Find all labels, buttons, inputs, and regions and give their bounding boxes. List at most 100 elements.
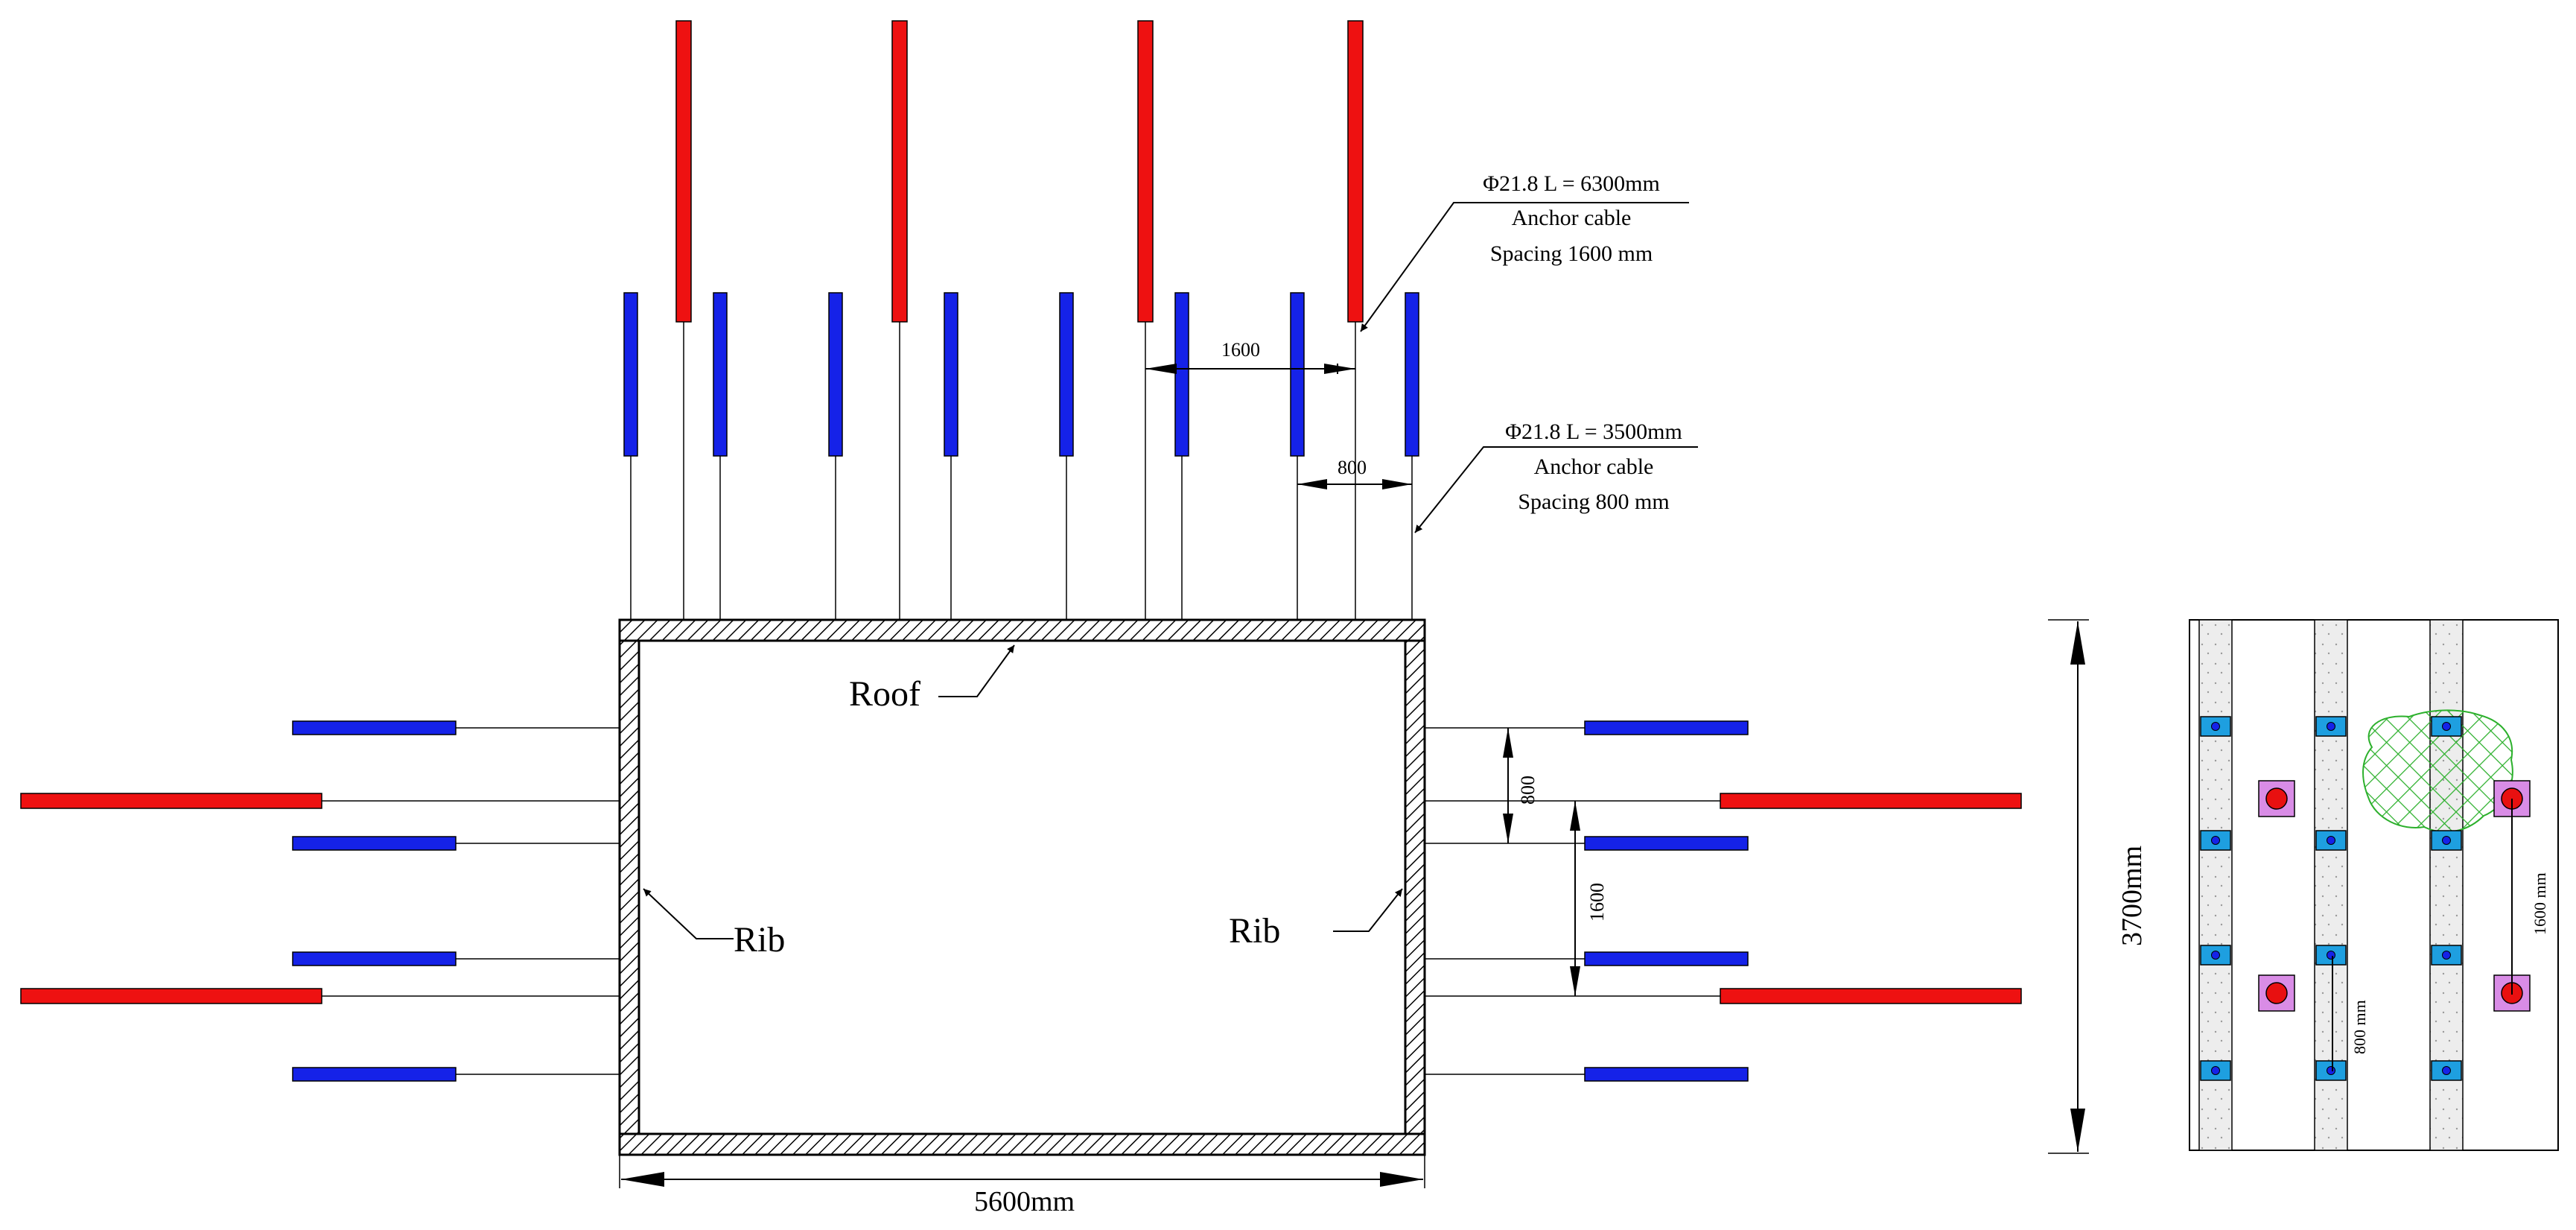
right-spacing-800-label: 800 xyxy=(1517,776,1539,805)
dim-arrow xyxy=(1382,479,1412,489)
short-anchor-cable xyxy=(1059,292,1074,457)
roof-short-cables xyxy=(623,292,1419,457)
long-anchor-cable xyxy=(20,988,322,1004)
plan-spacing-800-label: 800 mm xyxy=(2350,1000,2369,1054)
long-anchor-cable xyxy=(20,793,322,809)
short-anchor-cable xyxy=(713,292,728,457)
long-cable-callout: Φ21.8 L = 6300mm Anchor cable Spacing 16… xyxy=(1360,171,1689,332)
right-spacing-1600: 1600 xyxy=(1570,801,1608,996)
short-anchor-cable xyxy=(292,720,457,735)
dim-arrow xyxy=(1503,728,1513,758)
short-cable-spec: Φ21.8 L = 3500mm xyxy=(1505,419,1682,444)
anchor-plate xyxy=(2431,716,2462,737)
long-cable-spacing: Spacing 1600 mm xyxy=(1490,241,1653,266)
plan-spacing-1600: 1600 mm xyxy=(2511,799,2549,995)
short-anchor-head xyxy=(2200,945,2231,966)
roof-plan-view: 3700mm 800 mm 1600 mm xyxy=(2048,619,2559,1154)
anchor-head xyxy=(2327,836,2335,845)
short-anchor-head xyxy=(2200,830,2231,851)
anchor-head xyxy=(2265,982,2288,1004)
short-anchor-cable xyxy=(292,836,457,851)
roof-wall xyxy=(618,618,1426,642)
short-anchor-head xyxy=(2431,830,2462,851)
dim-arrow xyxy=(1324,364,1355,374)
plan-spacing-800: 800 mm xyxy=(2332,956,2369,1071)
rib-leader-line xyxy=(1333,888,1403,932)
short-cable-type: Anchor cable xyxy=(1534,454,1654,479)
top-spacing-800: 800 xyxy=(1297,457,1412,489)
height-label: 3700mm xyxy=(2117,846,2148,946)
roadway-cross-section: Roof Rib Rib 5600mm 1600 xyxy=(20,20,2022,1217)
right-spacing-800: 800 xyxy=(1503,728,1539,843)
short-anchor-cable xyxy=(828,292,843,457)
dim-arrow xyxy=(2070,621,2085,665)
short-anchor-head xyxy=(2200,716,2231,737)
roof-long-cables xyxy=(675,20,1364,323)
left-rib-label-group: Rib xyxy=(643,888,785,960)
dim-arrow xyxy=(1570,966,1580,996)
short-anchor-head xyxy=(2315,830,2347,851)
short-cable-spacing: Spacing 800 mm xyxy=(1518,489,1669,514)
short-anchor-cable xyxy=(1405,292,1419,457)
long-anchor-cable xyxy=(1720,793,2022,809)
anchor-head xyxy=(2327,1066,2335,1075)
long-anchor-plate xyxy=(2258,974,2295,1012)
anchor-head xyxy=(2211,951,2220,960)
anchor-head xyxy=(2211,1066,2220,1075)
top-spacing-1600: 1600 xyxy=(1145,339,1355,374)
dim-arrow xyxy=(1145,364,1177,374)
left-rib-cables xyxy=(20,720,457,1082)
long-anchor-plate xyxy=(2258,780,2295,817)
anchor-head xyxy=(2442,722,2451,731)
left-rib-tendons xyxy=(322,727,620,1075)
long-anchor-cable xyxy=(1347,20,1364,323)
short-anchor-cable xyxy=(1584,720,1749,735)
short-anchor-cable xyxy=(1584,1067,1749,1082)
anchor-head xyxy=(2327,951,2335,960)
short-anchor-head xyxy=(2431,945,2462,966)
height-dimension: 3700mm xyxy=(2048,619,2148,1154)
short-anchor-cable xyxy=(1584,836,1749,851)
rib-leader-line xyxy=(643,888,734,939)
anchor-head xyxy=(2442,951,2451,960)
long-cable-type: Anchor cable xyxy=(1512,206,1632,230)
rib-label-right: Rib xyxy=(1229,911,1280,951)
anchor-head xyxy=(2327,722,2335,731)
long-anchor-cable xyxy=(1720,988,2022,1004)
plan-frame xyxy=(2189,619,2559,1151)
anchor-head xyxy=(2442,836,2451,845)
short-anchor-cable xyxy=(944,292,958,457)
roof-label-group: Roof xyxy=(849,644,1015,714)
dim-arrow xyxy=(1380,1172,1423,1187)
long-cable-spec: Φ21.8 L = 6300mm xyxy=(1483,171,1660,196)
roof-tendons xyxy=(630,322,1413,620)
callout-leader xyxy=(1414,446,1698,533)
right-spacing-1600-label: 1600 xyxy=(1586,883,1608,922)
rib-label-left: Rib xyxy=(734,920,785,960)
anchor-head xyxy=(2265,787,2288,810)
long-anchor-cable xyxy=(675,20,692,323)
anchor-head xyxy=(2211,836,2220,845)
short-anchor-head xyxy=(2315,1060,2347,1081)
short-anchor-heads xyxy=(2200,716,2462,1081)
short-anchor-cable xyxy=(1174,292,1189,457)
plan-spacing-1600-label: 1600 mm xyxy=(2531,872,2549,935)
short-anchor-head xyxy=(2315,716,2347,737)
short-anchor-head xyxy=(2200,1060,2231,1081)
right-rib-cables xyxy=(1584,720,2022,1082)
short-anchor-cable xyxy=(292,1067,457,1082)
short-anchor-cable xyxy=(292,951,457,966)
anchor-plate xyxy=(2200,716,2231,737)
dim-arrow xyxy=(1503,814,1513,843)
width-label: 5600mm xyxy=(974,1186,1075,1217)
short-anchor-head xyxy=(2431,1060,2462,1081)
spacing-800-label: 800 xyxy=(1338,457,1367,478)
short-anchor-cable xyxy=(623,292,638,457)
floor-wall xyxy=(618,1132,1426,1156)
anchor-head xyxy=(2442,1066,2451,1075)
short-anchor-head xyxy=(2431,716,2462,737)
callout-leader xyxy=(1360,202,1689,332)
roof-label: Roof xyxy=(849,674,920,714)
long-anchor-cable xyxy=(891,20,908,323)
